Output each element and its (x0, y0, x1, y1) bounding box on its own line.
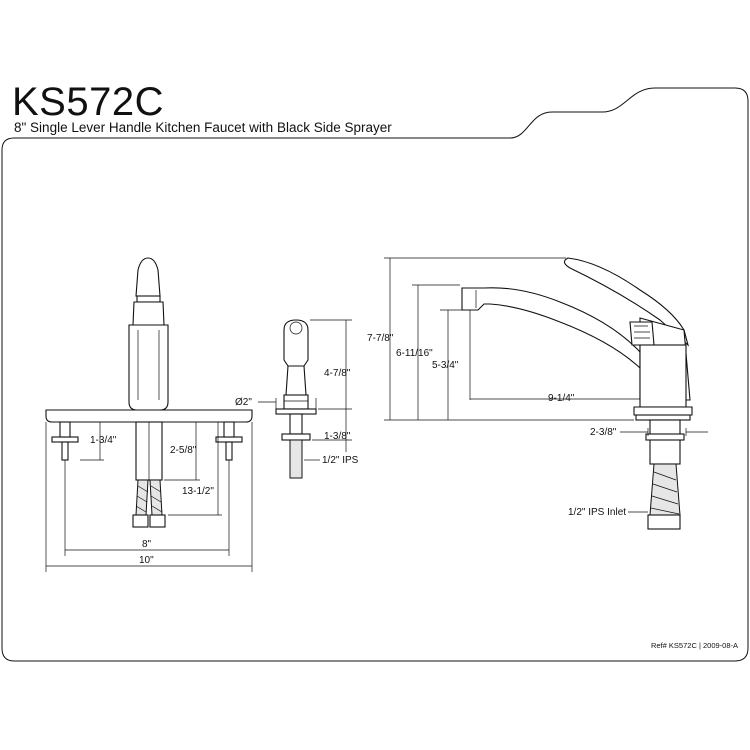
front-deck-plate (45, 409, 253, 423)
front-lever-handle (135, 257, 161, 297)
dim-sprayer-height: 4-7/8" (324, 368, 351, 379)
front-lever-body (132, 301, 165, 326)
dim-sprayer-connection: 1/2" IPS (322, 455, 359, 466)
sprayer-head (283, 319, 309, 367)
front-faucet-body (128, 324, 169, 411)
drawing-frame (1, 87, 749, 662)
sprayer-shank (289, 413, 303, 435)
side-view: 7-7/8" 6-11/16" 5-3/4" 9-1/4" 2-3/8" 1/2… (367, 257, 708, 530)
front-supply-hose-right (149, 479, 163, 516)
side-supply-hose (649, 463, 681, 516)
dim-sprayer-shank: 1-3/8" (324, 431, 351, 442)
side-deck-plate (633, 406, 693, 416)
side-spout (461, 287, 641, 370)
dim-front-base-inlet: 1-3/4" (90, 435, 117, 446)
front-view: 1-3/4" 2-5/8" 13-1/2" 8" 10" (45, 257, 253, 572)
sprayer-handle (285, 365, 307, 396)
dim-side-inlet: 1/2" IPS Inlet (568, 507, 626, 518)
dim-front-overall-width: 10" (139, 555, 154, 566)
front-lever-band (136, 295, 161, 303)
side-lever-grip (629, 321, 655, 346)
sprayer-deck-ring (275, 408, 317, 415)
side-shank (649, 419, 681, 465)
dim-side-base-offset: 2-3/8" (590, 427, 617, 438)
front-hose-nut-left (132, 514, 149, 528)
dim-side-spout-reach: 9-1/4" (548, 393, 575, 404)
sprayer-collar (283, 394, 309, 410)
model-title: KS572C (12, 80, 164, 124)
dim-front-shank-length: 2-5/8" (170, 445, 197, 456)
dim-side-handle-height: 6-11/16" (396, 348, 433, 359)
product-subtitle: 8" Single Lever Handle Kitchen Faucet wi… (14, 120, 392, 135)
side-hose-nut (647, 514, 681, 530)
side-sprayer-view: Ø2" 4-7/8" 1-3/8" 1/2" IPS (235, 319, 359, 479)
dim-side-overall-height: 7-7/8" (367, 333, 394, 344)
front-hose-nut-right (149, 514, 166, 528)
dim-sprayer-diameter: Ø2" (235, 397, 252, 408)
front-stud-right (215, 436, 243, 443)
front-stud-left (51, 436, 79, 443)
sprayer-hose (289, 439, 303, 479)
side-lever-handle (563, 257, 690, 347)
side-faucet-body (639, 344, 687, 408)
dim-front-hose-length: 13-1/2" (182, 486, 214, 497)
reference-code: Ref# KS572C | 2009-08-A (651, 641, 738, 650)
dim-front-center-spacing: 8" (142, 539, 152, 550)
dim-side-spout-clearance: 5-3/4" (432, 360, 459, 371)
